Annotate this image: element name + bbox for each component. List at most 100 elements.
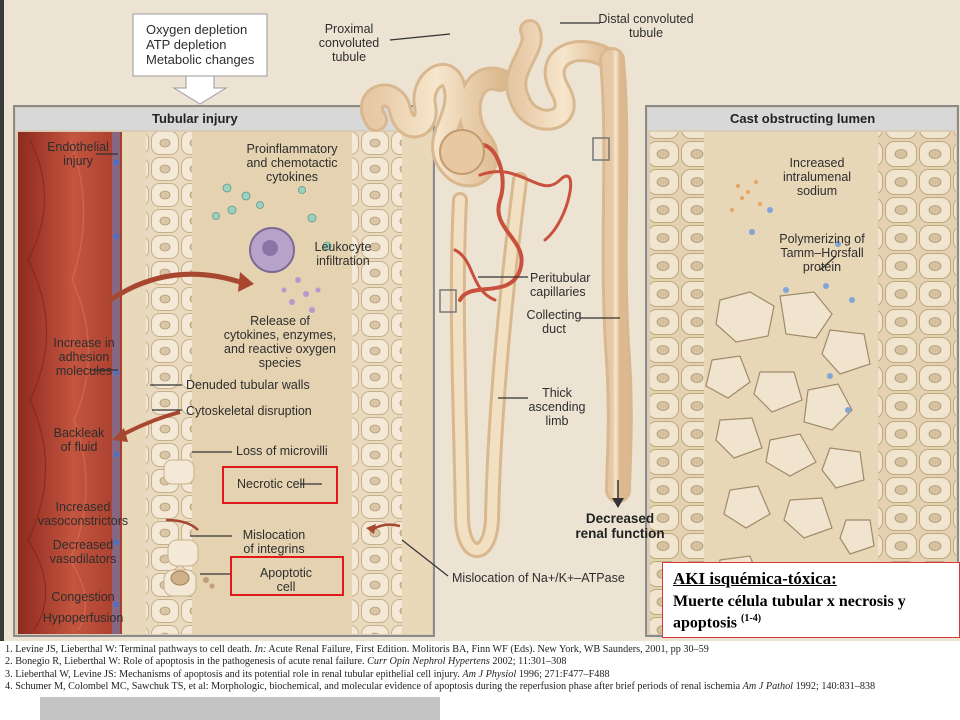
hypoperfusion-label: Hypoperfusion [42, 611, 124, 625]
leukocyte-label: Leukocyte infiltration [306, 240, 380, 268]
reference-4-source: Am J Pathol [742, 681, 794, 693]
tamm-line-1: Polymerizing of [779, 232, 865, 246]
sodium-line-1: Increased [789, 156, 845, 170]
reference-1: 1. Levine JS, Lieberthal W: Terminal pat… [5, 644, 956, 656]
tamm-line-3: protein [802, 260, 842, 274]
footer-grey-bar [40, 697, 440, 720]
collecting-duct-label: Collecting duct [526, 308, 582, 336]
header-condition-list: Oxygen depletion ATP depletion Metabolic… [146, 22, 254, 67]
backleak-label: Backleak of fluid [46, 426, 112, 454]
references-list: 1. Levine JS, Lieberthal W: Terminal pat… [0, 641, 960, 720]
denuded-walls-label: Denuded tubular walls [186, 378, 310, 392]
distal-tubule-line-2: tubule [628, 26, 664, 40]
cytokines-line-2: and chemotactic [246, 156, 338, 170]
reference-4-text: 4. Schumer M, Colombel MC, Sawchuk TS, e… [5, 681, 743, 693]
aki-body: Muerte célula tubular x necrosis y apopt… [673, 593, 951, 631]
necrotic-cell-highlight [222, 466, 338, 504]
apoptotic-line-1: Apoptotic [259, 566, 313, 580]
vasodilators-line-1: Decreased [52, 538, 114, 552]
tamm-horsfall-label: Polymerizing of Tamm–Horsfall protein [768, 232, 876, 274]
adhesion-line-2: adhesion [58, 350, 110, 364]
leukocyte-line-1: Leukocyte [314, 240, 372, 254]
distal-tubule-line-1: Distal convoluted [598, 12, 694, 26]
cytokines-label: Proinflammatory and chemotactic cytokine… [236, 142, 348, 184]
apoptotic-cell-highlight [230, 556, 344, 596]
proximal-tubule-label: Proximal convoluted tubule [300, 22, 398, 64]
vasoconstrictors-line-1: Increased [55, 500, 111, 514]
reference-2-text: 2. Bonegio R, Lieberthal W: Role of apop… [5, 656, 368, 668]
necrotic-cell-label: Necrotic cell [237, 477, 306, 491]
reference-1-source: In: [254, 644, 267, 655]
cytoskeletal-label: Cytoskeletal disruption [186, 404, 312, 418]
reference-3: 3. Lieberthal W, Levine JS: Mechanisms o… [5, 669, 956, 681]
distal-tubule-label: Distal convoluted tubule [590, 12, 702, 40]
apoptotic-line-2: cell [276, 580, 296, 594]
thick-ascending-limb-label: Thick ascending limb [526, 386, 588, 428]
reference-2-source: Curr Opin Nephrol Hypertens [367, 656, 490, 668]
header-line-metabolic: Metabolic changes [146, 52, 255, 67]
intralumenal-sodium-label: Increased intralumenal sodium [772, 156, 862, 198]
integrins-label: Mislocation of integrins [234, 528, 314, 556]
apoptotic-cell-label: Apoptotic cell [240, 566, 332, 594]
reference-3-detail: 1996; 271:F477–F488 [516, 668, 610, 680]
thick-line-2: ascending [528, 400, 586, 414]
sodium-line-3: sodium [796, 184, 838, 198]
backleak-line-1: Backleak [53, 426, 105, 440]
reference-4: 4. Schumer M, Colombel MC, Sawchuk TS, e… [5, 681, 956, 693]
integrins-line-1: Mislocation [242, 528, 306, 542]
release-line-3: and reactive oxygen [224, 342, 336, 356]
cytokines-line-3: cytokines [265, 170, 319, 184]
leukocyte-line-2: infiltration [316, 254, 370, 268]
release-line-1: Release of [250, 314, 310, 328]
reference-1-text: 1. Levine JS, Lieberthal W: Terminal pat… [5, 644, 255, 655]
thick-line-1: Thick [542, 386, 572, 400]
vasodilators-label: Decreased vasodilators [26, 538, 140, 566]
endothelial-line-1: Endothelial [47, 140, 109, 154]
peritubular-capillaries-label: Peritubular capillaries [530, 271, 590, 299]
adhesion-line-1: Increase in [53, 336, 115, 350]
peritubular-line-1: Peritubular [530, 271, 591, 285]
collecting-line-2: duct [542, 322, 566, 336]
microvilli-label: Loss of microvilli [236, 444, 328, 458]
reference-4-detail: 1992; 140:831–838 [793, 681, 876, 693]
mislocation-pump-label: Mislocation of Na+/K+–ATPase [452, 571, 625, 585]
peritubular-line-2: capillaries [530, 285, 586, 299]
congestion-label: Congestion [51, 590, 115, 604]
aki-citation: (1-4) [741, 613, 762, 624]
reference-3-text: 3. Lieberthal W, Levine JS: Mechanisms o… [5, 668, 463, 680]
header-line-atp: ATP depletion [146, 37, 227, 52]
proximal-tubule-line-2: tubule [331, 50, 367, 64]
endothelial-injury-label: Endothelial injury [38, 140, 118, 168]
reference-2: 2. Bonegio R, Lieberthal W: Role of apop… [5, 656, 956, 668]
cast-obstructing-title: Cast obstructing lumen [730, 111, 876, 126]
proximal-tubule-line-1: Proximal convoluted [318, 22, 380, 50]
vasodilators-line-2: vasodilators [49, 552, 117, 566]
header-line-oxygen: Oxygen depletion [146, 22, 248, 37]
release-line-4: species [258, 356, 302, 370]
endothelial-line-2: injury [63, 154, 93, 168]
decreased-line-1: Decreased [585, 511, 655, 526]
aki-title: AKI isquémica-tóxica: [673, 569, 837, 588]
adhesion-line-3: molecules [55, 364, 113, 378]
reference-1-detail: Acute Renal Failure, First Edition. Moli… [266, 644, 709, 655]
reference-2-detail: 2002; 11:301–308 [489, 656, 567, 668]
decreased-line-2: renal function [575, 526, 665, 541]
thick-line-3: limb [545, 414, 569, 428]
release-line-2: cytokines, enzymes, [223, 328, 337, 342]
integrins-line-2: of integrins [243, 542, 305, 556]
aki-body-text: Muerte célula tubular x necrosis y apopt… [673, 593, 906, 632]
reference-3-source: Am J Physiol [462, 668, 517, 680]
collecting-line-1: Collecting [526, 308, 582, 322]
vasoconstrictors-label: Increased vasoconstrictors [26, 500, 140, 528]
vasoconstrictors-line-2: vasoconstrictors [37, 514, 129, 528]
cytokines-line-1: Proinflammatory [246, 142, 338, 156]
aki-summary-box: AKI isquémica-tóxica: Muerte célula tubu… [662, 562, 960, 638]
release-label: Release of cytokines, enzymes, and react… [214, 314, 346, 370]
tubular-injury-title: Tubular injury [152, 111, 238, 126]
sodium-line-2: intralumenal [782, 170, 852, 184]
backleak-line-2: of fluid [60, 440, 98, 454]
adhesion-molecules-label: Increase in adhesion molecules [44, 336, 124, 378]
decreased-renal-function-label: Decreased renal function [568, 511, 672, 541]
